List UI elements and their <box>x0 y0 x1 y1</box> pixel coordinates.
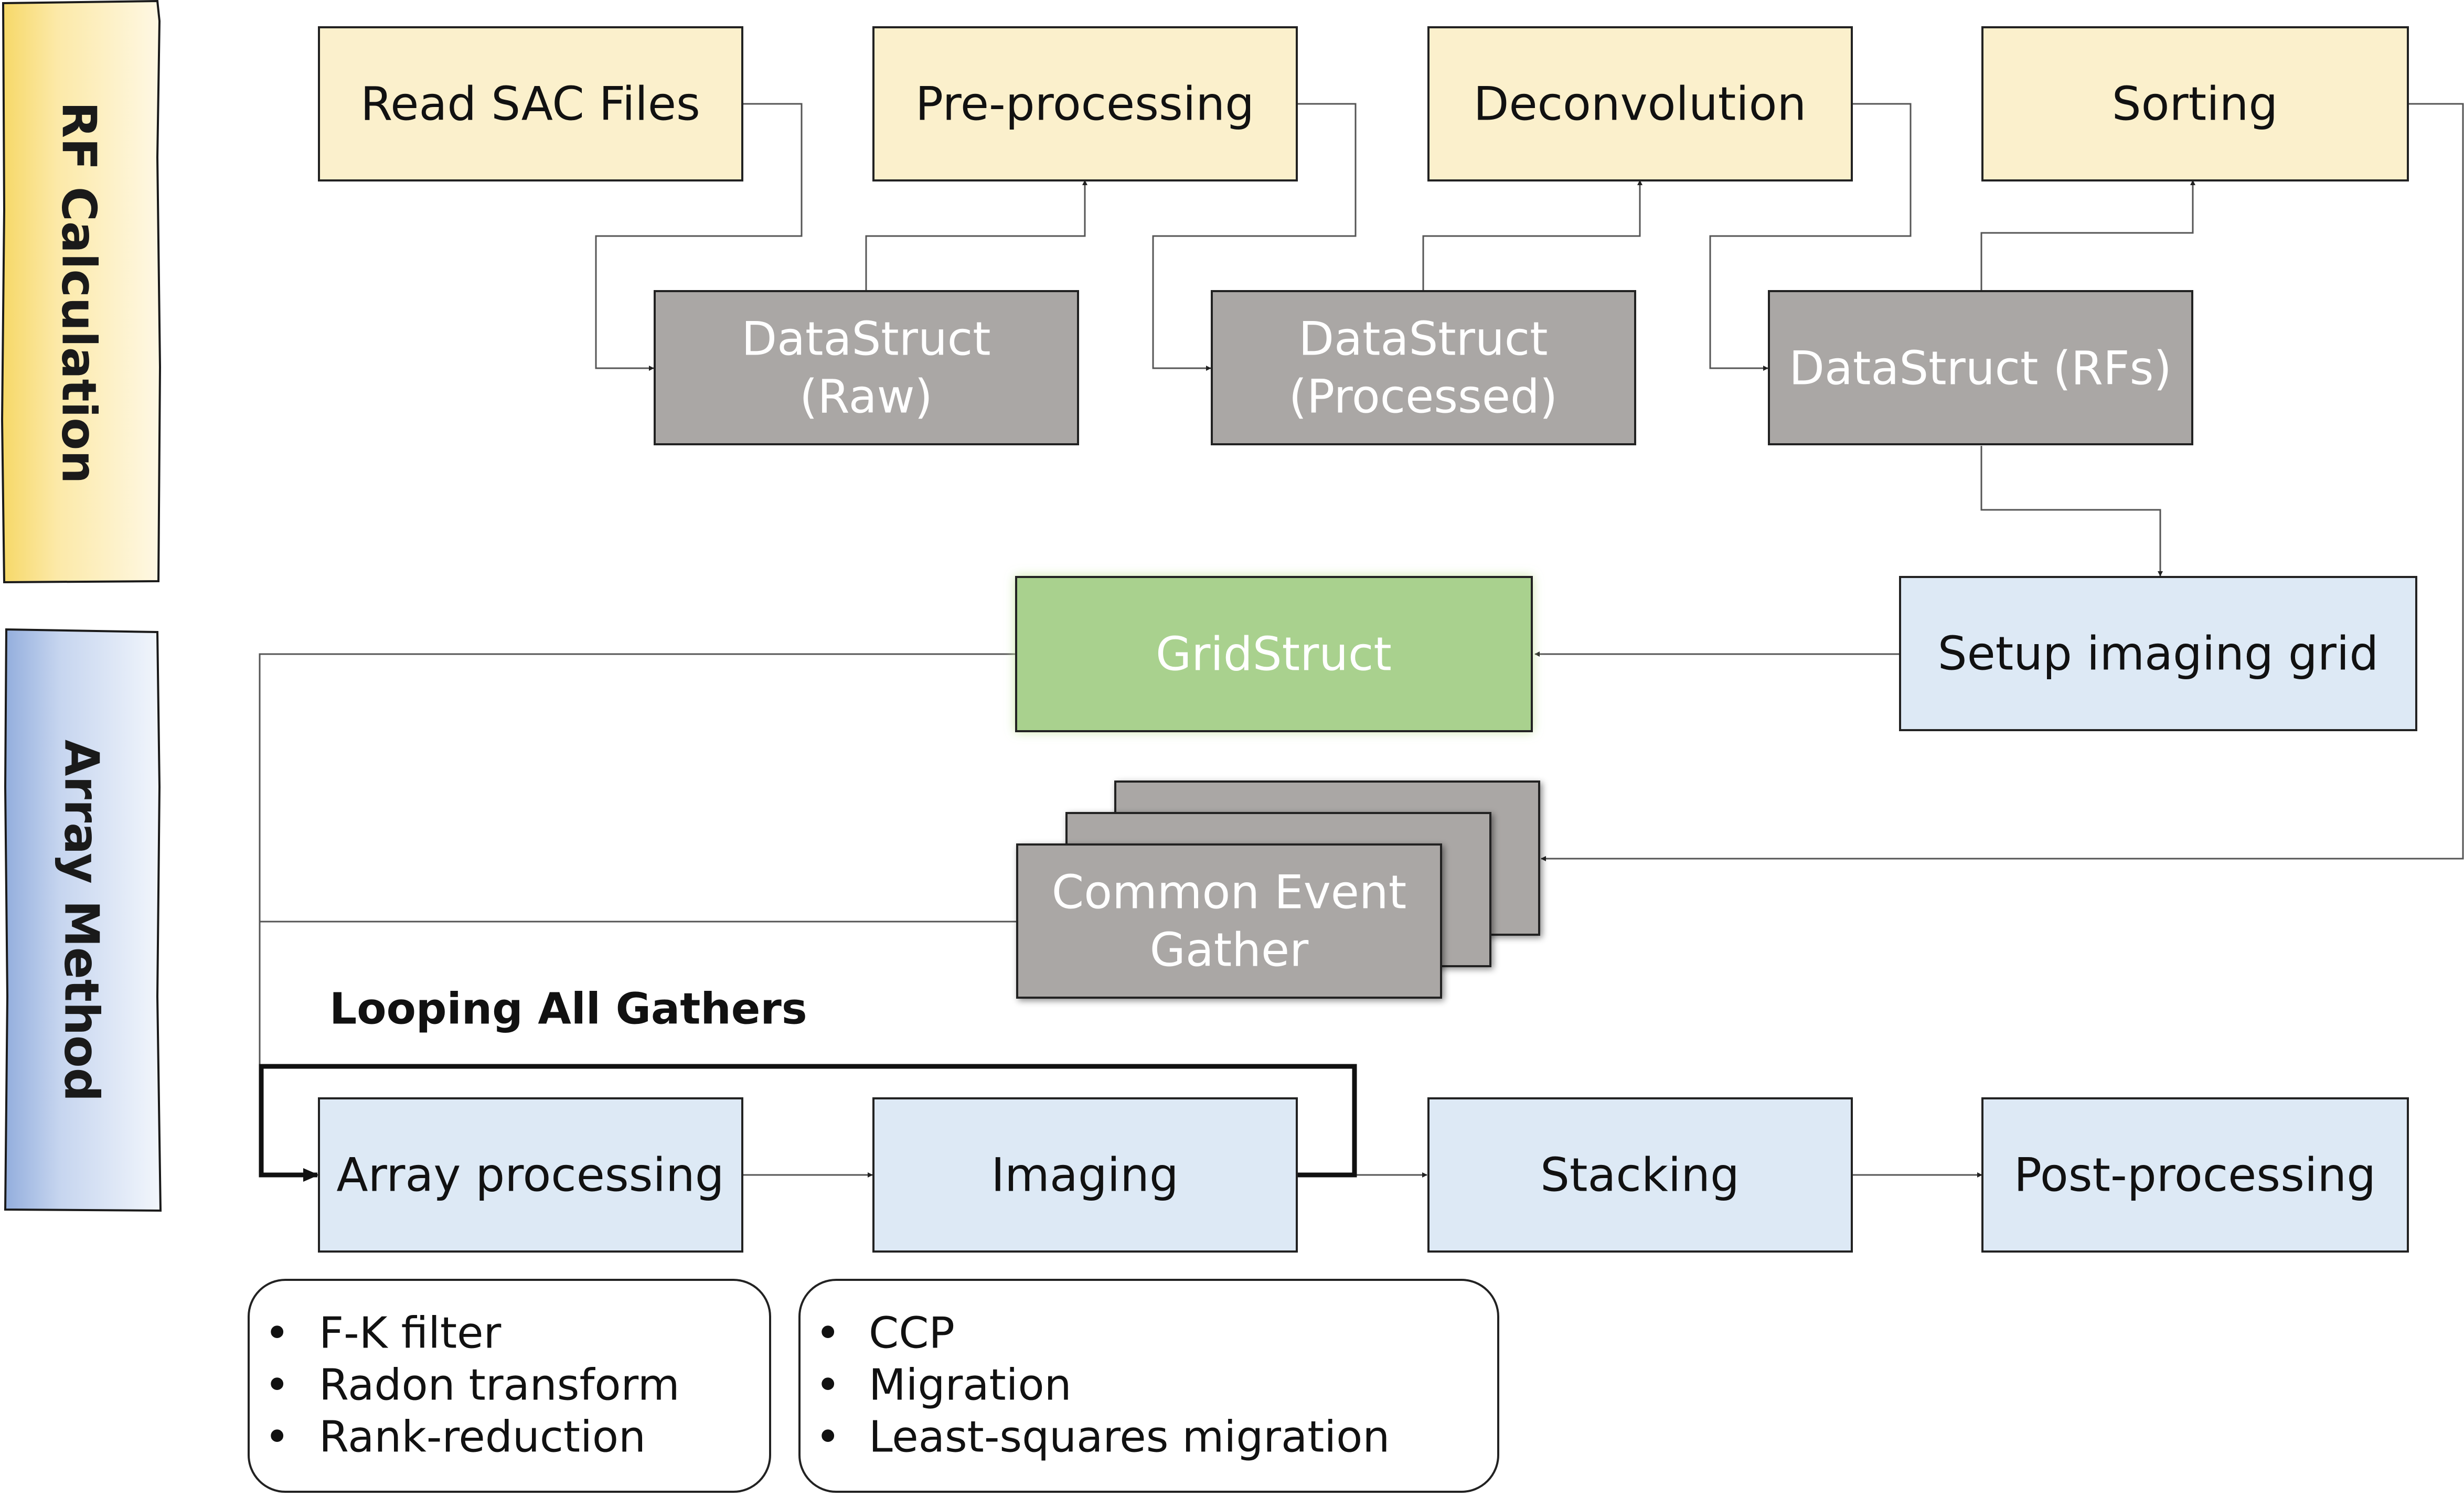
box-post-processing: Post-processing <box>1981 1097 2409 1253</box>
connector-rfs-to-sorting <box>1980 180 2195 291</box>
box-label-datastruct-processed-line2: (Processed) <box>1289 370 1558 424</box>
box-label-deconvolution: Deconvolution <box>1474 77 1807 131</box>
box-array-processing: Array processing <box>318 1097 743 1253</box>
box-label-imaging: Imaging <box>991 1148 1179 1202</box>
band-label-rf-calculation: RF Calculation <box>51 102 106 484</box>
connector-rfs-to-setup-grid <box>1980 446 2163 576</box>
box-stacking: Stacking <box>1427 1097 1853 1253</box>
box-setup-imaging-grid: Setup imaging grid <box>1899 576 2417 731</box>
connector-read-to-raw <box>595 103 803 371</box>
box-gridstruct: GridStruct <box>1015 576 1533 732</box>
box-label-sorting: Sorting <box>2112 77 2278 131</box>
box-label-setup-imaging-grid: Setup imaging grid <box>1938 627 2378 681</box>
box-common-event-gather-stack: Common Event Gather <box>1016 780 1540 999</box>
connectors <box>259 103 2464 1178</box>
gather-stack-front <box>1016 843 1442 999</box>
box-label-datastruct-processed-line1: DataStruct <box>1298 312 1548 366</box>
connector-sorting-to-gather <box>1541 103 2464 861</box>
box-label-post-processing: Post-processing <box>2014 1148 2376 1202</box>
connector-preprocessing-to-processed <box>1152 103 1357 371</box>
method-item: CCP <box>869 1309 955 1359</box>
method-item: Rank-reduction <box>319 1413 646 1462</box>
array-processing-methods-panel: • F-K filter • Radon transform • Rank-re… <box>248 1279 771 1493</box>
bullet-dot: • <box>264 1361 290 1410</box>
bullet-dot: • <box>815 1413 840 1462</box>
box-sorting: Sorting <box>1981 26 2409 181</box>
box-label-read-sac-files: Read SAC Files <box>360 77 700 131</box>
box-label-datastruct-raw-line2: (Raw) <box>799 370 933 424</box>
box-label-gridstruct: GridStruct <box>1156 627 1392 681</box>
box-datastruct-rfs: DataStruct (RFs) <box>1768 290 2193 445</box>
method-item: Radon transform <box>319 1361 680 1410</box>
connector-processed-to-deconvolution <box>1422 180 1642 291</box>
box-label-array-processing: Array processing <box>336 1148 724 1202</box>
loop-label: Looping All Gathers <box>329 985 807 1034</box>
connector-gridstruct-to-rail <box>259 653 1016 1175</box>
box-read-sac-files: Read SAC Files <box>318 26 743 181</box>
box-label-datastruct-rfs: DataStruct (RFs) <box>1789 341 2172 395</box>
bullet-dot: • <box>264 1413 290 1462</box>
band-rf-calculation: RF Calculation <box>1 0 162 584</box>
box-label-pre-processing: Pre-processing <box>915 77 1254 131</box>
box-label-stacking: Stacking <box>1540 1148 1740 1202</box>
box-datastruct-raw: DataStruct (Raw) <box>654 290 1079 445</box>
bullet-dot: • <box>264 1309 290 1359</box>
box-pre-processing: Pre-processing <box>872 26 1298 181</box>
connector-deconvolution-to-rfs <box>1709 103 1912 371</box>
method-item: Migration <box>869 1361 1072 1410</box>
method-item: Least-squares migration <box>869 1413 1390 1462</box>
box-deconvolution: Deconvolution <box>1427 26 1853 181</box>
band-array-method: Array Method <box>4 628 162 1212</box>
connector-raw-to-preprocessing <box>865 180 1087 291</box>
imaging-methods-panel: • CCP • Migration • Least-squares migrat… <box>798 1279 1499 1493</box>
box-label-common-event-gather-line2: Gather <box>1150 923 1309 977</box>
box-imaging: Imaging <box>872 1097 1298 1253</box>
method-item: F-K filter <box>319 1309 502 1359</box>
box-datastruct-processed: DataStruct (Processed) <box>1211 290 1636 445</box>
box-label-datastruct-raw-line1: DataStruct <box>741 312 990 366</box>
loop-arrow <box>259 1064 1357 1182</box>
band-label-array-method: Array Method <box>54 740 109 1102</box>
bullet-dot: • <box>815 1361 840 1410</box>
box-label-common-event-gather-line1: Common Event <box>1052 865 1406 919</box>
bullet-dot: • <box>815 1309 840 1359</box>
